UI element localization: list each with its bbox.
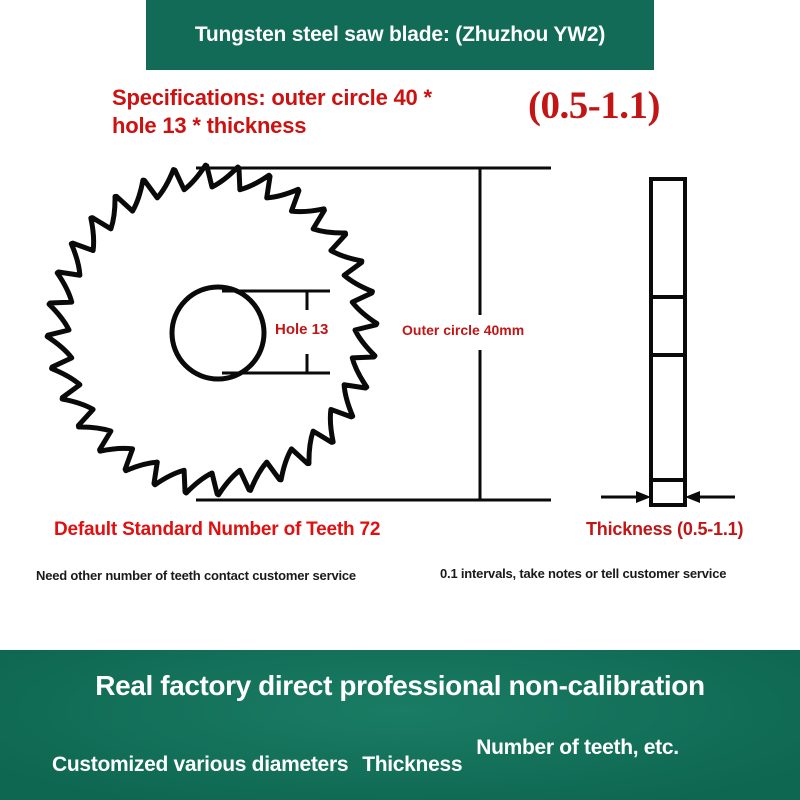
thickness-arrowhead-right <box>685 491 700 503</box>
promo-item-teeth: Number of teeth, etc. <box>476 736 679 759</box>
specifications-line-2: hole 13 * thickness <box>112 112 307 138</box>
promo-item-thickness: Thickness <box>362 753 463 776</box>
specifications-block: Specifications: outer circle 40 * hole 1… <box>112 84 532 139</box>
promo-banner: Real factory direct professional non-cal… <box>0 650 800 800</box>
hole-dimension-label: Hole 13 <box>272 320 332 339</box>
promo-headline: Real factory direct professional non-cal… <box>95 670 705 701</box>
saw-blade-outline <box>44 162 380 498</box>
teeth-count-caption: Default Standard Number of Teeth 72 <box>54 519 381 540</box>
outer-circle-dimension-label: Outer circle 40mm <box>399 321 528 339</box>
specifications-line-1: Specifications: outer circle 40 * <box>112 85 432 110</box>
thickness-range-value: (0.5-1.1) <box>528 84 660 127</box>
thickness-caption: Thickness (0.5-1.1) <box>586 519 744 539</box>
thickness-note: 0.1 intervals, take notes or tell custom… <box>440 566 727 581</box>
technical-drawing: Hole 13 Outer circle 40mm <box>0 150 800 520</box>
title-banner: Tungsten steel saw blade: (Zhuzhou YW2) <box>146 0 654 70</box>
promo-feature-row: Customized various diameters Thickness N… <box>52 736 782 777</box>
side-view-rectangle <box>649 177 687 507</box>
drawing-svg <box>44 162 735 507</box>
title-banner-text: Tungsten steel saw blade: (Zhuzhou YW2) <box>194 23 606 46</box>
arbor-hole-circle <box>169 284 267 382</box>
teeth-count-note: Need other number of teeth contact custo… <box>36 568 356 583</box>
promo-item-diameters: Customized various diameters <box>52 753 349 776</box>
thickness-arrowhead-left <box>636 491 651 503</box>
